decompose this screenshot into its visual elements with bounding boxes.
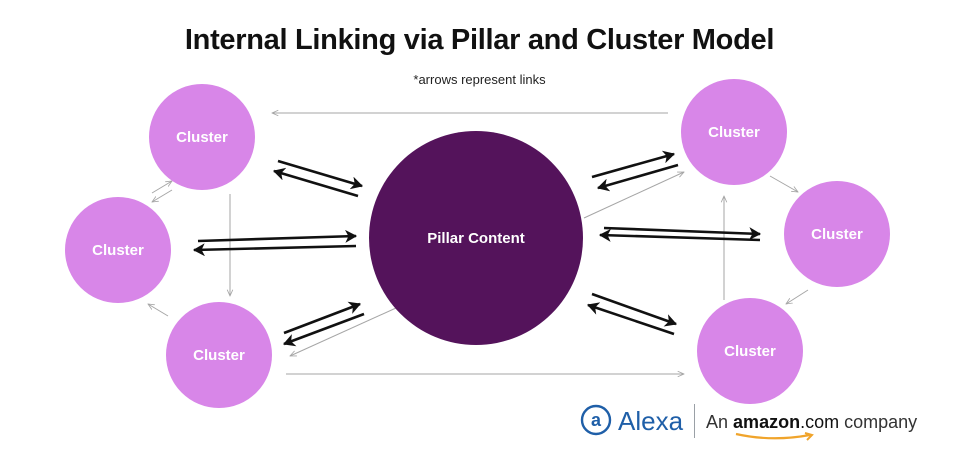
cluster-circle — [681, 79, 787, 185]
cluster-node-mid-right: Cluster — [784, 181, 890, 287]
link-pillar-to-bottomleft — [290, 307, 397, 357]
cluster-node-bottom-left: Cluster — [166, 302, 272, 408]
cluster-links — [148, 113, 809, 374]
link-bottomleft-to-midleft — [148, 304, 169, 317]
cluster-label: Cluster — [176, 129, 228, 146]
link-bottomright-to-pillar — [586, 302, 675, 336]
cluster-node-top-left: Cluster — [149, 84, 255, 190]
link-topleft-to-pillar — [277, 159, 364, 190]
cluster-label: Cluster — [193, 347, 245, 364]
link-topleft-to-midleft — [152, 189, 173, 202]
link-pillar-to-topright — [591, 150, 676, 179]
at-sign-icon: a — [580, 404, 612, 436]
link-midright-to-bottomright — [786, 289, 809, 304]
alexa-amazon-brand: a Alexa An amazon.com company — [580, 402, 920, 442]
cluster-label: Cluster — [724, 343, 776, 360]
link-midright-to-pillar — [598, 228, 761, 242]
pillar-links — [192, 150, 762, 347]
cluster-node-mid-left: Cluster — [65, 197, 171, 303]
cluster-label: Cluster — [811, 226, 863, 243]
cluster-circle — [65, 197, 171, 303]
amazon-dotcom: .com — [800, 412, 840, 432]
amazon-company-text: An amazon.com company — [706, 412, 917, 433]
pillar-node: Pillar Content — [369, 131, 583, 345]
link-topright-to-midright — [769, 175, 798, 192]
brand-divider — [694, 404, 695, 438]
amazon-wordmark: amazon — [733, 412, 801, 432]
link-pillar-to-topleft — [272, 167, 359, 198]
cluster-node-top-right: Cluster — [681, 79, 787, 185]
cluster-label: Cluster — [92, 242, 144, 259]
cluster-circle — [697, 298, 803, 404]
cluster-circle — [784, 181, 890, 287]
link-midleft-to-topleft — [151, 181, 172, 194]
cluster-circle — [149, 84, 255, 190]
cluster-node-bottom-right: Cluster — [697, 298, 803, 404]
link-pillar-to-bottomright — [591, 292, 678, 327]
link-pillar-to-bottomleft — [282, 312, 365, 347]
pillar-circle — [369, 131, 583, 345]
svg-text:a: a — [591, 410, 602, 430]
alexa-logo-text: Alexa — [618, 406, 684, 436]
amazon-smile-icon — [735, 432, 814, 441]
cluster-label: Cluster — [708, 124, 760, 141]
link-bottomleft-to-pillar — [283, 301, 362, 335]
cluster-circle — [166, 302, 272, 408]
link-pillar-to-midright — [603, 226, 762, 241]
link-pillar-to-midleft — [192, 243, 357, 257]
pillar-label: Pillar Content — [427, 230, 525, 247]
diagram-title: Internal Linking via Pillar and Cluster … — [184, 24, 775, 56]
company-prefix: An — [706, 412, 729, 432]
diagram-subtitle: *arrows represent links — [413, 72, 546, 87]
link-midleft-to-pillar — [197, 229, 358, 243]
link-pillar-to-topright — [583, 171, 684, 219]
company-suffix: company — [844, 412, 918, 432]
link-topright-to-pillar — [596, 163, 679, 192]
